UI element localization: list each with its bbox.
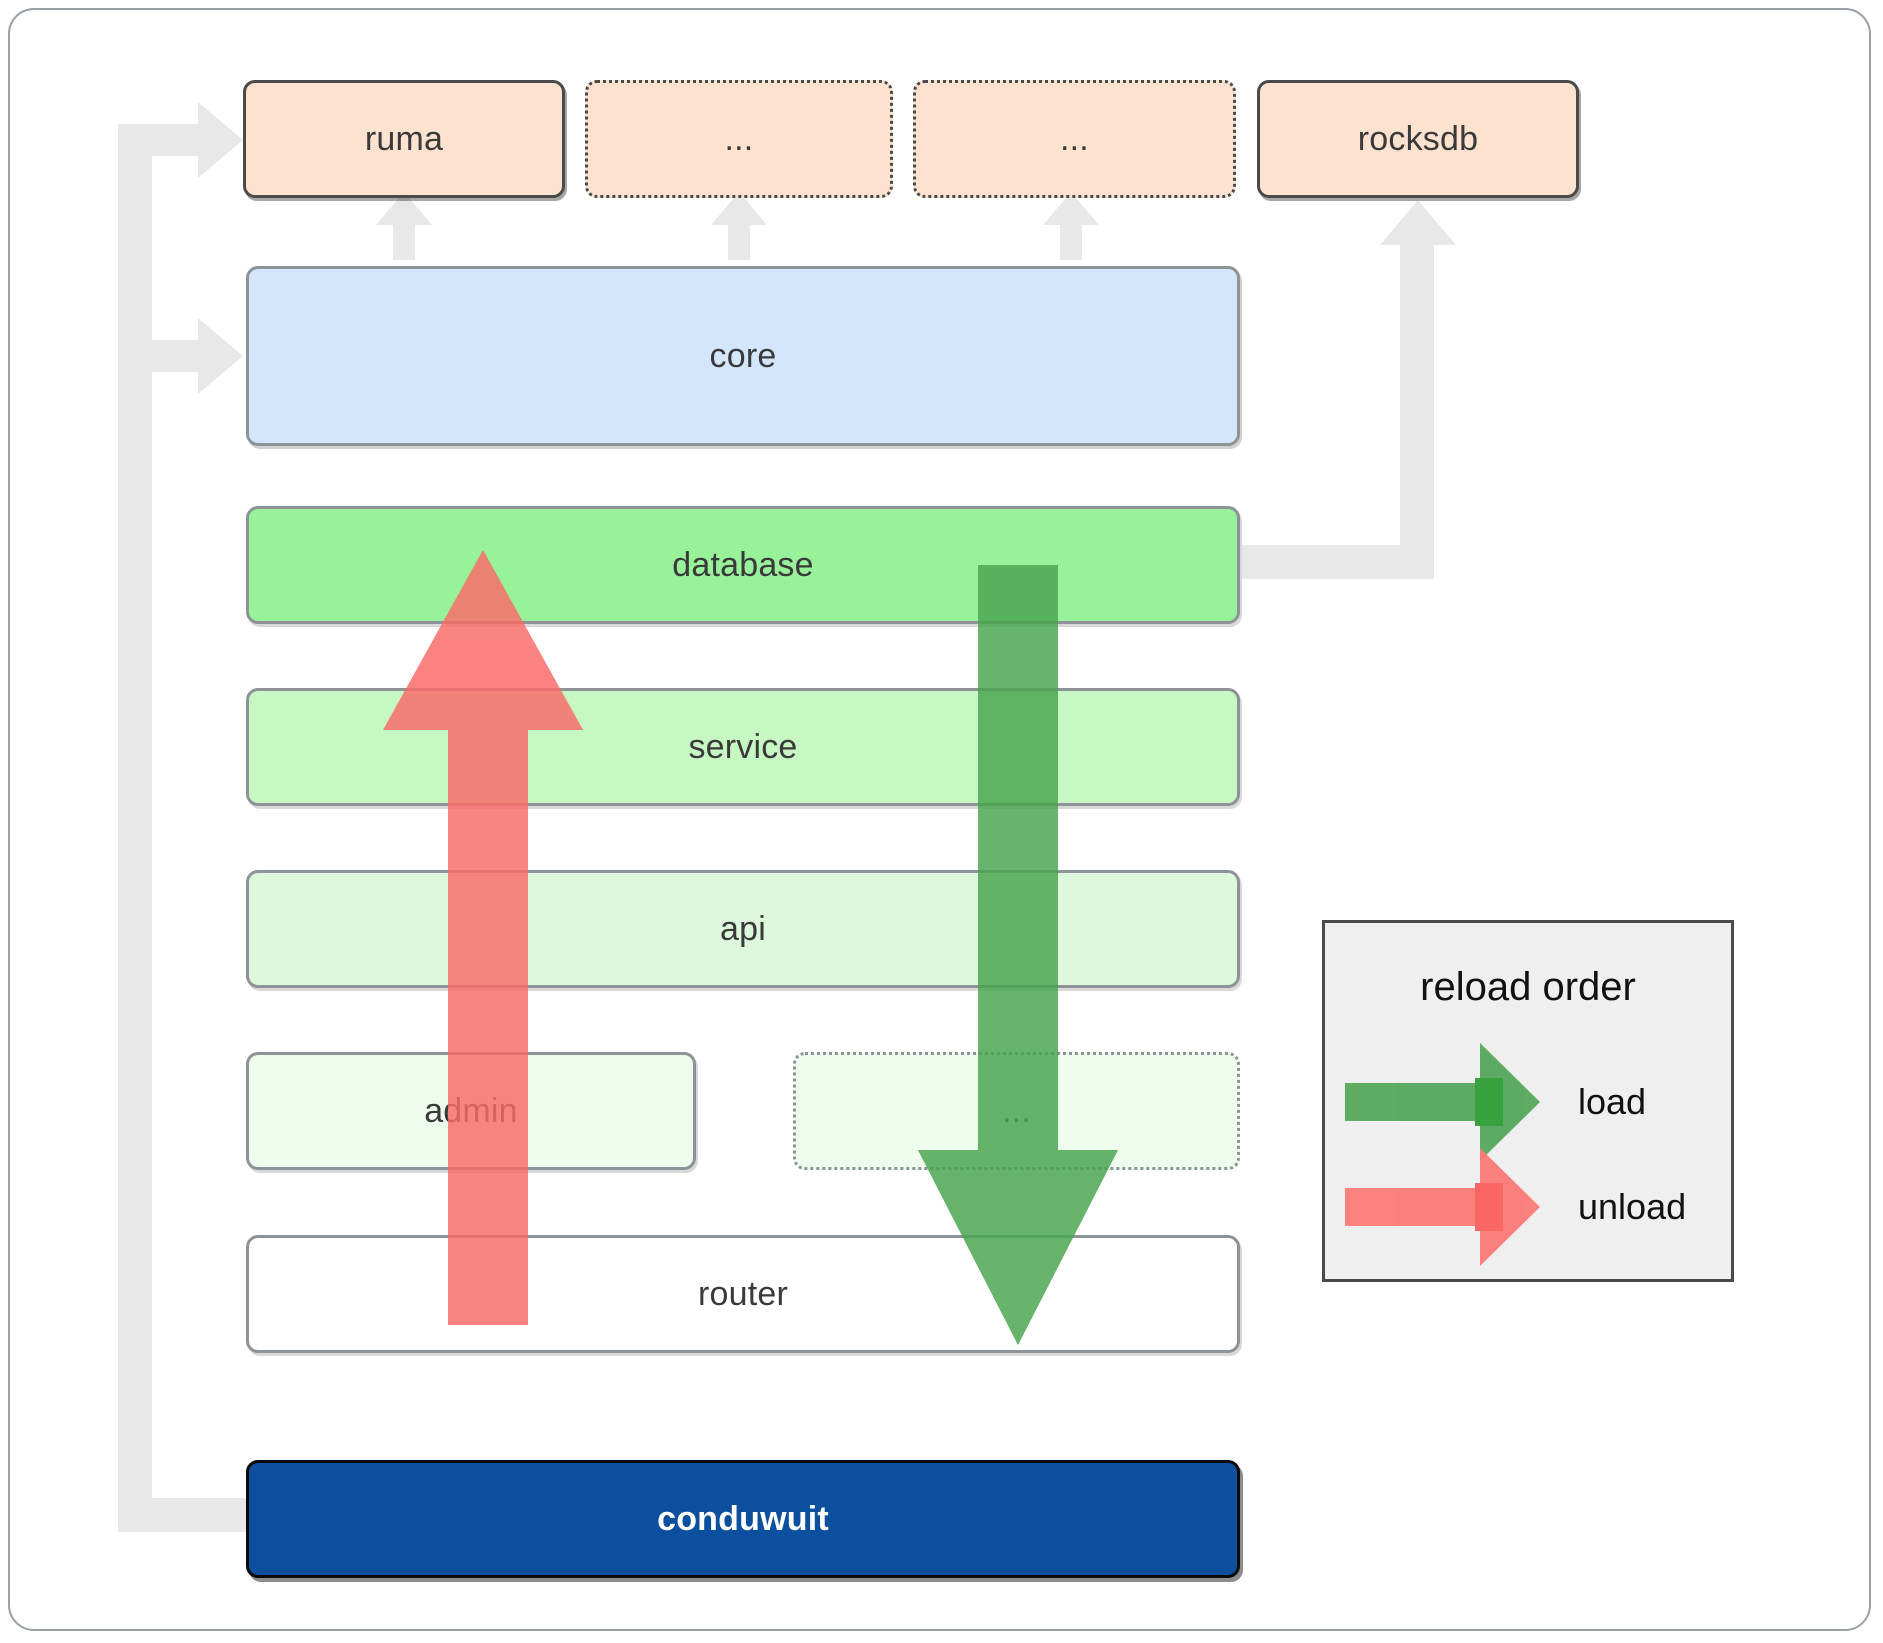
root-label-conduwuit: conduwuit <box>657 1499 829 1538</box>
layer-box-admin[interactable]: admin <box>246 1052 696 1170</box>
dependency-box-ruma[interactable]: ruma <box>243 80 565 198</box>
dependency-label-3: ... <box>1060 119 1089 158</box>
legend-label-load: load <box>1578 1081 1647 1122</box>
layer-box-api[interactable]: api <box>246 870 1240 988</box>
layer-label-ellipsis: ... <box>1002 1091 1031 1130</box>
dependency-box-3[interactable]: ... <box>913 80 1236 198</box>
legend-load-arrow <box>1345 1043 1540 1161</box>
dependency-box-rocksdb[interactable]: rocksdb <box>1257 80 1579 198</box>
dependency-label-rocksdb: rocksdb <box>1357 119 1479 158</box>
layer-label-api: api <box>720 909 766 948</box>
legend-title: reload order <box>1420 965 1636 1009</box>
legend-arrow-swatches <box>1345 1043 1540 1266</box>
legend-label-unload: unload <box>1578 1186 1687 1227</box>
core-box[interactable]: core <box>246 266 1240 446</box>
diagram-frame <box>8 8 1871 1631</box>
layer-box-service[interactable]: service <box>246 688 1240 806</box>
dependency-label-2: ... <box>724 119 754 158</box>
layer-box-router[interactable]: router <box>246 1235 1240 1353</box>
core-label: core <box>709 336 777 375</box>
layer-label-admin: admin <box>424 1091 518 1130</box>
layer-label-database: database <box>672 545 814 584</box>
layer-label-router: router <box>697 1274 789 1313</box>
root-box-conduwuit[interactable]: conduwuit <box>246 1460 1240 1578</box>
legend-unload-arrow <box>1345 1148 1540 1266</box>
dependency-box-2[interactable]: ... <box>585 80 893 198</box>
layer-label-service: service <box>688 727 798 766</box>
legend-panel: reload order load unload <box>1322 920 1734 1282</box>
layer-box-database[interactable]: database <box>246 506 1240 624</box>
layer-box-ellipsis[interactable]: ... <box>793 1052 1240 1170</box>
dependency-label-ruma: ruma <box>364 119 444 158</box>
